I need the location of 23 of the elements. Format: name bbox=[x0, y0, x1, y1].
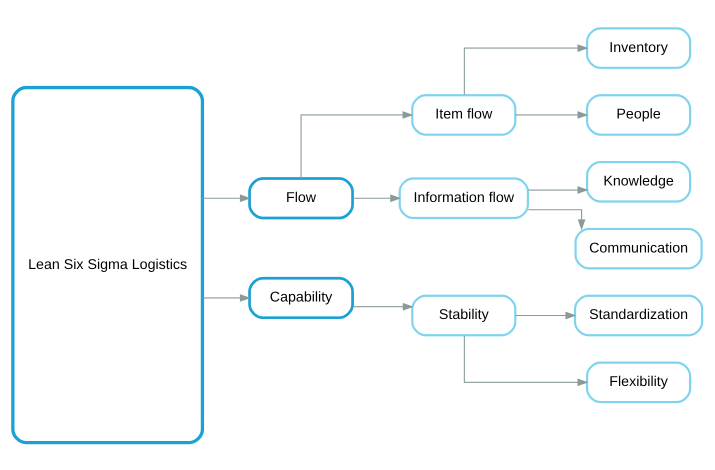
arrow bbox=[300, 110, 414, 178]
node-box: Knowledge bbox=[586, 160, 692, 202]
arrow bbox=[464, 44, 588, 94]
arrow bbox=[528, 186, 588, 194]
arrow bbox=[516, 311, 576, 319]
node-box: People bbox=[586, 94, 692, 136]
arrow bbox=[202, 194, 251, 202]
node-box: Capability bbox=[248, 276, 354, 319]
arrow bbox=[464, 335, 588, 386]
arrow bbox=[202, 294, 251, 302]
node-box: Lean Six Sigma Logistics bbox=[11, 85, 204, 444]
node-box: Flexibility bbox=[586, 361, 692, 403]
node-box: Inventory bbox=[586, 26, 692, 68]
arrow bbox=[516, 110, 588, 118]
arrow bbox=[353, 194, 402, 202]
node-box: Information flow bbox=[398, 176, 529, 219]
node-box: Stability bbox=[411, 294, 516, 336]
node-box: Standardization bbox=[574, 294, 704, 336]
node-box: Item flow bbox=[411, 94, 516, 136]
arrow bbox=[528, 208, 586, 230]
arrow bbox=[353, 302, 414, 310]
node-box: Communication bbox=[574, 227, 703, 269]
node-box: Flow bbox=[248, 176, 354, 219]
